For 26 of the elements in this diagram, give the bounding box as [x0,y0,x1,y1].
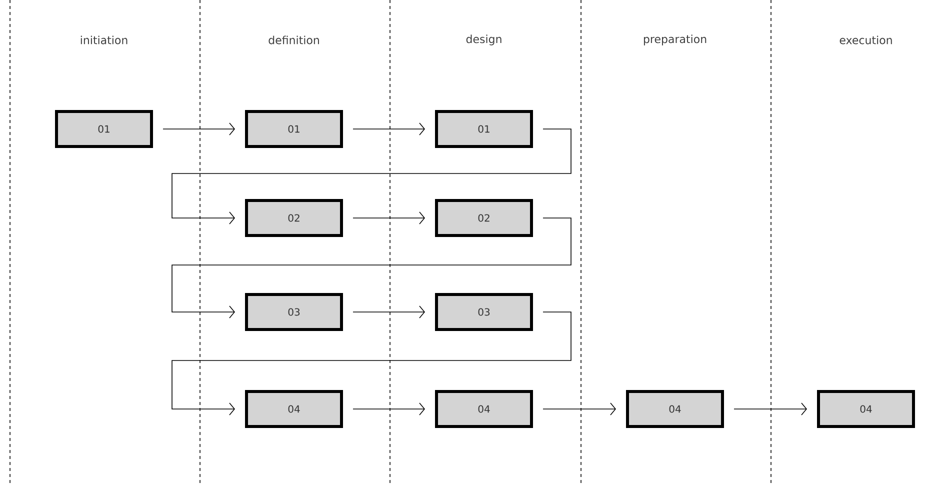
column-header: definition [268,36,319,44]
arrow [162,122,236,136]
arrow [172,218,572,318]
step-box: 04 [245,390,343,428]
arrow [542,402,616,416]
column-header: design [466,34,502,46]
step-box: 02 [245,198,343,237]
arrow [172,128,572,224]
step-box: 04 [817,390,915,428]
step-box: 01 [435,110,533,148]
column-header: preparation [644,34,706,46]
arrow [734,402,807,416]
step-box: 02 [435,198,533,237]
step-box: 04 [626,390,724,428]
arrow [172,312,572,416]
arrow [352,122,425,136]
step-box: 04 [435,390,533,428]
step-box: 01 [245,110,343,148]
step-box: 03 [245,293,343,331]
step-box: 01 [55,110,154,148]
step-box: 03 [435,293,533,331]
arrow [352,212,425,224]
arrow [352,402,425,416]
arrow [352,306,425,318]
column-header: execution [840,36,892,44]
column-header: initiation [80,36,128,44]
